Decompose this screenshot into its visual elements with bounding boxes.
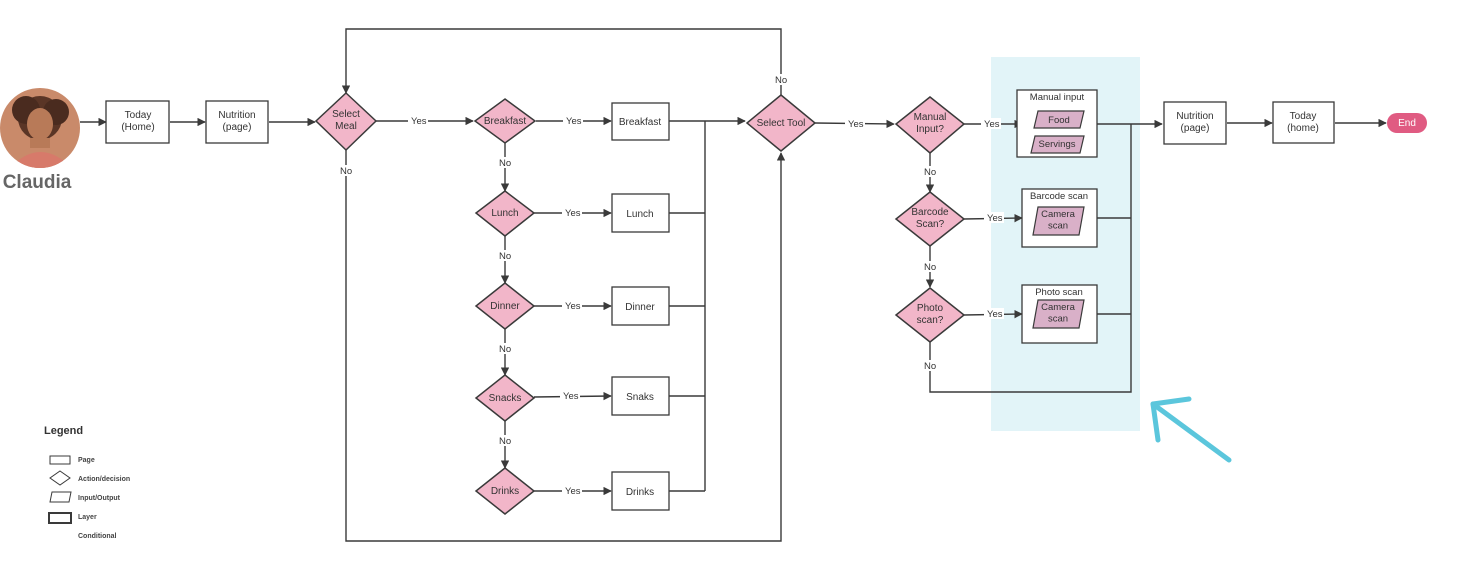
edge-label-yes: Yes xyxy=(565,208,581,219)
edge-label-yes: Yes xyxy=(565,301,581,312)
layer-title: Manual input xyxy=(1030,92,1085,103)
decision-label: Lunch xyxy=(491,208,518,219)
legend: Legend Page Action/decision Input/Output… xyxy=(44,425,130,540)
page-today-home-1: Today(Home) xyxy=(105,100,170,144)
legend-item-page: Page xyxy=(49,455,95,465)
decision-drinks: Drinks xyxy=(474,467,536,515)
page-label: Dinner xyxy=(625,302,655,313)
edge-label-no: No xyxy=(499,436,511,447)
edge-label-no: No xyxy=(924,262,936,273)
legend-title: Legend xyxy=(44,425,83,437)
end-label: End xyxy=(1398,118,1416,129)
edge-label-no: No xyxy=(499,158,511,169)
highlight-arrow-icon xyxy=(1150,396,1232,463)
page-label: Today(Home) xyxy=(121,110,154,133)
io-food: Food xyxy=(1033,110,1085,129)
legend-label: Input/Output xyxy=(78,495,121,502)
page-nutrition-2: Nutrition(page) xyxy=(1163,101,1227,145)
io-label: Food xyxy=(1048,115,1070,126)
decision-label: Breakfast xyxy=(484,116,526,127)
legend-label: Layer xyxy=(78,514,97,521)
legend-item-input-output: Input/Output xyxy=(49,491,121,503)
decision-label: Dinner xyxy=(490,301,520,312)
decision-label: Snacks xyxy=(489,393,522,404)
edge-label-yes: Yes xyxy=(984,119,1000,130)
edge-label-no: No xyxy=(499,251,511,262)
edge-label-yes: Yes xyxy=(563,391,579,402)
page-lunch: Lunch xyxy=(611,193,670,233)
decision-lunch: Lunch xyxy=(474,190,536,237)
decision-breakfast: Breakfast xyxy=(473,98,537,144)
connectors xyxy=(80,28,1387,542)
page-label: Nutrition(page) xyxy=(218,110,255,133)
edge-label-yes: Yes xyxy=(987,213,1003,224)
decision-dinner: Dinner xyxy=(474,282,536,330)
layer-title: Barcode scan xyxy=(1030,191,1088,202)
legend-item-conditional: Conditional xyxy=(78,533,117,540)
person-avatar-icon xyxy=(0,88,80,168)
page-label: Nutrition(page) xyxy=(1176,111,1213,134)
legend-item-action-decision: Action/decision xyxy=(49,470,130,486)
page-label: Breakfast xyxy=(619,117,661,128)
edge-label-yes: Yes xyxy=(411,116,427,127)
edge-label-yes: Yes xyxy=(987,309,1003,320)
page-label: Snaks xyxy=(626,392,654,403)
edge-label-no: No xyxy=(340,166,352,177)
decision-label: Select Tool xyxy=(757,118,806,129)
end-terminal: End xyxy=(1387,113,1427,133)
page-breakfast: Breakfast xyxy=(611,102,670,141)
page-nutrition-1: Nutrition(page) xyxy=(205,100,269,144)
edge-label-no: No xyxy=(775,75,787,86)
page-drinks: Drinks xyxy=(611,471,670,511)
legend-label: Page xyxy=(78,457,95,464)
legend-label: Action/decision xyxy=(78,476,130,483)
edge-label-no: No xyxy=(924,167,936,178)
page-label: Lunch xyxy=(626,209,653,220)
legend-label: Conditional xyxy=(78,533,117,540)
page-today-home-2: Today(home) xyxy=(1272,101,1335,144)
edge-label-yes: Yes xyxy=(566,116,582,127)
legend-item-layer: Layer xyxy=(48,512,97,524)
layer-title: Photo scan xyxy=(1035,287,1083,298)
page-label: Drinks xyxy=(626,487,654,498)
layer-manual-input: Manual input Food Servings xyxy=(1016,89,1098,158)
decision-snacks: Snacks xyxy=(474,374,536,422)
decision-label: Drinks xyxy=(491,486,519,497)
io-servings: Servings xyxy=(1030,135,1085,154)
page-snacks: Snaks xyxy=(611,376,670,416)
edge-labels: Yes Yes Yes Yes Yes Yes Yes Yes Yes Yes … xyxy=(338,74,1004,497)
edge-label-no: No xyxy=(924,361,936,372)
page-dinner: Dinner xyxy=(611,286,670,326)
io-label: Servings xyxy=(1039,139,1076,150)
edge-label-yes: Yes xyxy=(565,486,581,497)
edge-label-no: No xyxy=(499,344,511,355)
decision-select-tool: Select Tool xyxy=(745,94,817,152)
page-label: Today(home) xyxy=(1287,111,1319,134)
persona-name: Claudia xyxy=(3,172,72,193)
persona: Claudia xyxy=(0,88,80,193)
edge-label-yes: Yes xyxy=(848,119,864,130)
